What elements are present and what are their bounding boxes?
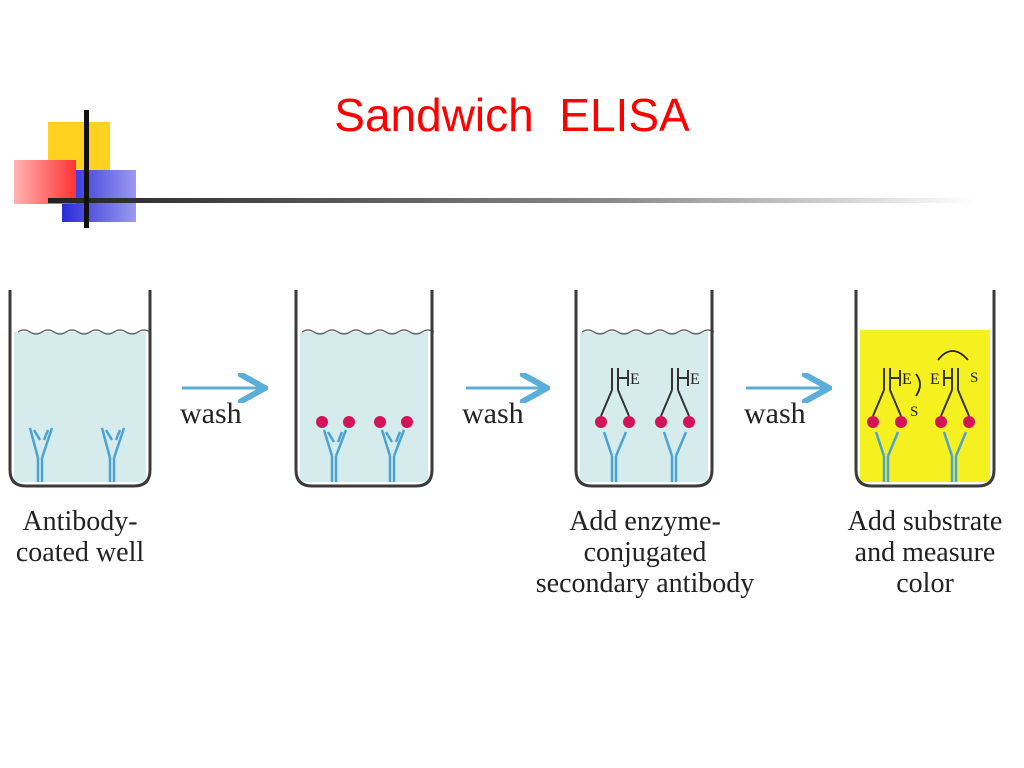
antigen-icon <box>401 416 413 428</box>
step-1-caption: Antibody- coated well <box>15 506 145 568</box>
sandwich-complex-icon <box>602 431 628 482</box>
well-3-liquid <box>580 332 708 482</box>
wash-label-3: wash <box>744 397 806 430</box>
step-4-caption: Add substrate and measure color <box>847 506 1003 599</box>
secondary-antibody-icon <box>872 368 902 417</box>
well-2-wall <box>294 290 434 488</box>
enzyme-label: E <box>630 371 640 388</box>
vertical-rule <box>84 110 89 228</box>
secondary-antibody-icon <box>660 368 690 417</box>
antigen-icon <box>935 416 947 428</box>
antibody-antigen-icon <box>380 429 406 482</box>
antigen-icon <box>374 416 386 428</box>
antigen-icon <box>867 416 879 428</box>
secondary-antibody-icon <box>940 368 970 417</box>
wash-label-2: wash <box>462 397 524 430</box>
antigen-icon <box>623 416 635 428</box>
enzyme-label: E <box>930 371 940 388</box>
elisa-diagram: E E E S E <box>8 290 996 488</box>
well-4: E S E S <box>854 290 996 488</box>
wash-label-1: wash <box>180 397 242 430</box>
well-2 <box>294 290 435 488</box>
well-2-surface <box>301 329 435 335</box>
antigen-icon <box>595 416 607 428</box>
antigen-icon <box>895 416 907 428</box>
capture-antibody-icon <box>28 427 54 482</box>
well-3-surface <box>581 329 715 335</box>
slide-decoration <box>14 110 978 228</box>
enzyme-label: E <box>902 371 912 388</box>
slide-title: Sandwich ELISA <box>334 89 690 141</box>
antigen-icon <box>683 416 695 428</box>
sandwich-complex-icon <box>942 431 968 482</box>
reaction-arrow-icon <box>915 373 921 397</box>
antigen-icon <box>655 416 667 428</box>
sandwich-complex-icon <box>662 431 688 482</box>
well-4-wall <box>854 290 996 488</box>
well-2-liquid <box>300 332 428 482</box>
well-3-wall <box>574 290 714 488</box>
antigen-icon <box>343 416 355 428</box>
reaction-arrow-icon <box>937 350 969 361</box>
well-1-wall <box>8 290 152 488</box>
well-3: E E <box>574 290 715 488</box>
capture-antibody-icon <box>100 427 126 482</box>
secondary-antibody-icon <box>600 368 630 417</box>
well-1-liquid <box>14 332 146 482</box>
antibody-antigen-icon <box>322 429 348 482</box>
substrate-label: S <box>970 370 978 386</box>
antigen-icon <box>316 416 328 428</box>
well-4-liquid <box>860 330 990 482</box>
well-1 <box>8 290 152 488</box>
enzyme-label: E <box>690 371 700 388</box>
red-square <box>14 160 76 204</box>
well-1-surface <box>17 329 151 335</box>
antigen-icon <box>963 416 975 428</box>
title-rule <box>48 198 978 203</box>
sandwich-complex-icon <box>874 431 900 482</box>
substrate-label: S <box>910 404 918 420</box>
step-3-caption: Add enzyme- conjugated secondary antibod… <box>535 506 755 599</box>
